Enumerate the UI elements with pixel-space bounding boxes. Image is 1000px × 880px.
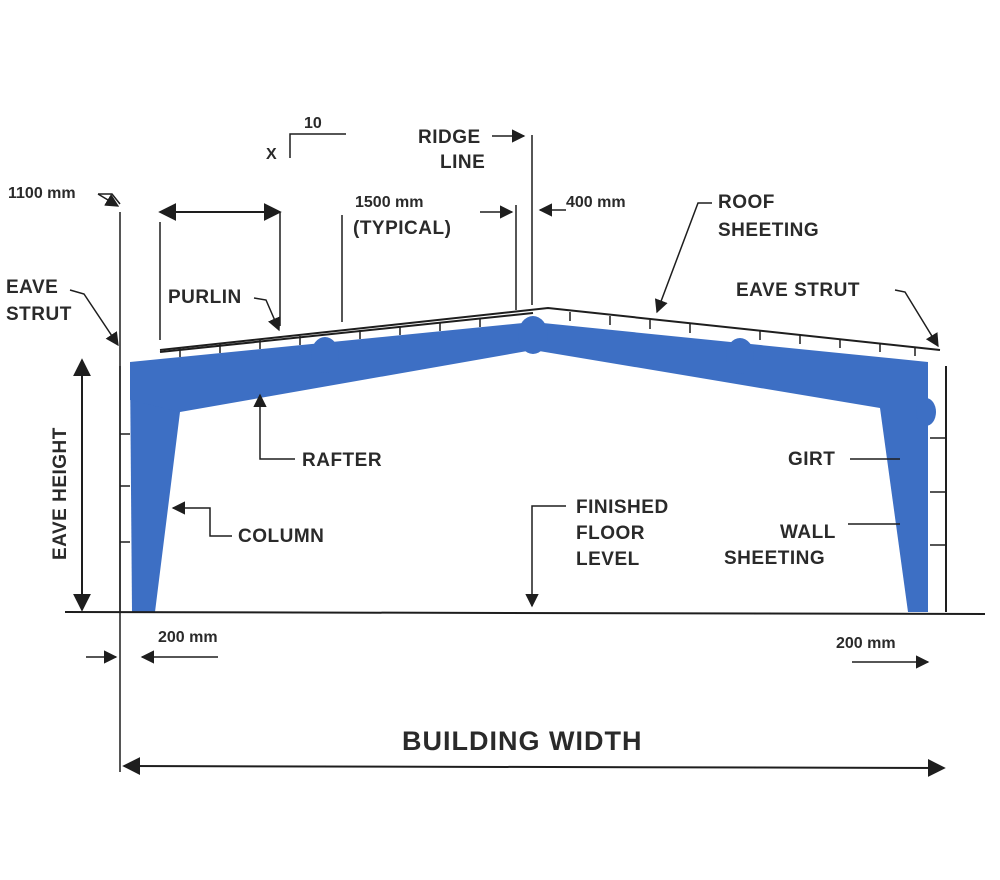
knee-connection-right [916,398,936,426]
purlins [179,312,916,357]
haunch-connection-left [311,337,339,373]
right-offset-label: 200 mm [836,635,896,652]
ffl-label-3: LEVEL [576,549,640,570]
roof-sheeting-label: ROOF [718,192,775,213]
slope-x-label: X [266,146,277,163]
wall-sheeting-left [119,366,130,612]
rafter-label: RAFTER [302,450,382,471]
eave-offset-label: 1100 mm [8,185,76,202]
building-width-label: BUILDING WIDTH [402,726,642,756]
purlin-label: PURLIN [168,287,242,308]
left-column [130,366,180,612]
floor-line [64,611,986,615]
ridge-line-label-2: LINE [440,152,485,173]
ridge-line-label: RIDGE [418,127,481,148]
ffl-label-2: FLOOR [576,523,645,544]
purlin-spacing-label-2: (TYPICAL) [353,218,451,239]
wall-sheeting-label: WALL [780,522,836,543]
steel-frame [130,316,936,612]
eave-strut-left-label-2: STRUT [6,304,72,325]
wall-sheeting-label-2: SHEETING [724,548,825,569]
roof-sheeting-label-2: SHEETING [718,220,819,241]
building-width-dimension [122,757,946,777]
eave-strut-right-label: EAVE STRUT [736,280,860,301]
column-label: COLUMN [238,526,324,547]
right-column [880,366,928,612]
ridge-offset-label: 400 mm [566,194,626,211]
purlin-spacing-label: 1500 mm [355,194,424,211]
ridge-connection [518,316,548,354]
wall-sheeting-right [930,366,947,612]
left-offset-label: 200 mm [158,629,218,646]
roof-sheeting [159,306,941,357]
girt-label: GIRT [788,449,835,470]
slope-indicator: X 10 [266,115,346,163]
eave-height-label: EAVE HEIGHT [50,427,71,560]
eave-strut-left-label: EAVE [6,277,58,298]
haunch-connection-right [726,338,754,374]
slope-10-label: 10 [304,115,322,132]
ffl-label: FINISHED [576,497,669,518]
